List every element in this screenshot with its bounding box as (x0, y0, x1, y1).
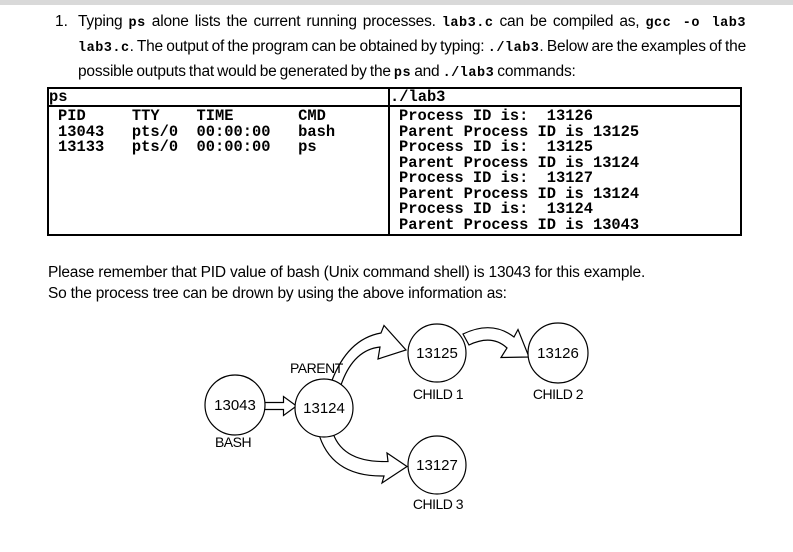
lab3-output-text: Process ID is: 13126 Parent Process ID i… (399, 107, 640, 234)
output-table: ps ./lab3 PID TTY TIME CMD 13043 pts/0 0… (47, 87, 742, 236)
node-label-child3: CHILD 3 (413, 496, 464, 512)
inline-code: lab3.c (441, 16, 494, 31)
inline-code: ps (393, 66, 412, 81)
arrow-child1-to-child2 (462, 327, 530, 359)
reminder-paragraph: Please remember that PID value of bash (… (48, 263, 748, 304)
ps-output-text: PID TTY TIME CMD 13043 pts/0 00:00:00 ba… (58, 107, 336, 156)
inline-code: ./lab3 (442, 66, 495, 81)
arrow-parent-to-child1 (330, 324, 408, 389)
node-label-child1: CHILD 1 (413, 386, 464, 402)
inline-code: ps (128, 16, 146, 31)
reminder-line-1: Please remember that PID value of bash (… (48, 264, 646, 281)
text-run: and (411, 63, 443, 80)
text-run: . The output of the program can be obtai… (129, 38, 488, 55)
text-run: . Below are the examples of the possible… (78, 38, 746, 80)
node-label-parent: PARENT (290, 360, 344, 376)
inline-code: gcc -o lab3 lab3.c (78, 16, 746, 56)
node-circle-bash (204, 374, 266, 436)
lab3-command-header-cell: ./lab3 (388, 87, 742, 107)
text-run: Typing (78, 13, 129, 30)
process-tree-diagram: 13043 13124 13125 13126 13127 PARENT BAS… (204, 322, 589, 512)
text-run: alone lists the current running processe… (145, 13, 442, 30)
numbered-paragraph: 1. Typing ps alone lists the current run… (0, 10, 746, 85)
lab3-output-cell: Process ID is: 13126 Parent Process ID i… (388, 105, 742, 236)
node-pid-parent: 13124 (303, 400, 345, 417)
list-item-number: 1. (55, 13, 68, 30)
arrow-bash-to-parent (261, 395, 298, 417)
node-pid-child3: 13127 (416, 457, 458, 474)
inline-code: ./lab3 (487, 41, 540, 56)
node-pid-child2: 13126 (537, 345, 579, 362)
arrow-parent-to-child3 (317, 429, 409, 485)
node-circle-child2 (527, 322, 589, 384)
text-run: commands: (494, 63, 576, 80)
node-circle-child1 (407, 323, 467, 383)
node-label-child2: CHILD 2 (533, 386, 584, 402)
ps-output-cell: PID TTY TIME CMD 13043 pts/0 00:00:00 ba… (47, 105, 390, 236)
node-circle-child3 (407, 435, 467, 495)
node-pid-bash: 13043 (214, 397, 256, 414)
node-label-bash: BASH (215, 434, 251, 450)
top-edge-strip (0, 0, 793, 5)
reminder-line-2: So the process tree can be drown by usin… (48, 284, 507, 302)
node-circle-parent (294, 378, 354, 438)
node-pid-child1: 13125 (416, 345, 458, 362)
table-header-row: ps ./lab3 (47, 87, 742, 107)
paragraph-text: Typing ps alone lists the current runnin… (78, 13, 746, 81)
text-run: can be compiled as, (493, 13, 646, 30)
table-body-row: PID TTY TIME CMD 13043 pts/0 00:00:00 ba… (47, 105, 742, 236)
ps-command-header-cell: ps (47, 87, 390, 107)
